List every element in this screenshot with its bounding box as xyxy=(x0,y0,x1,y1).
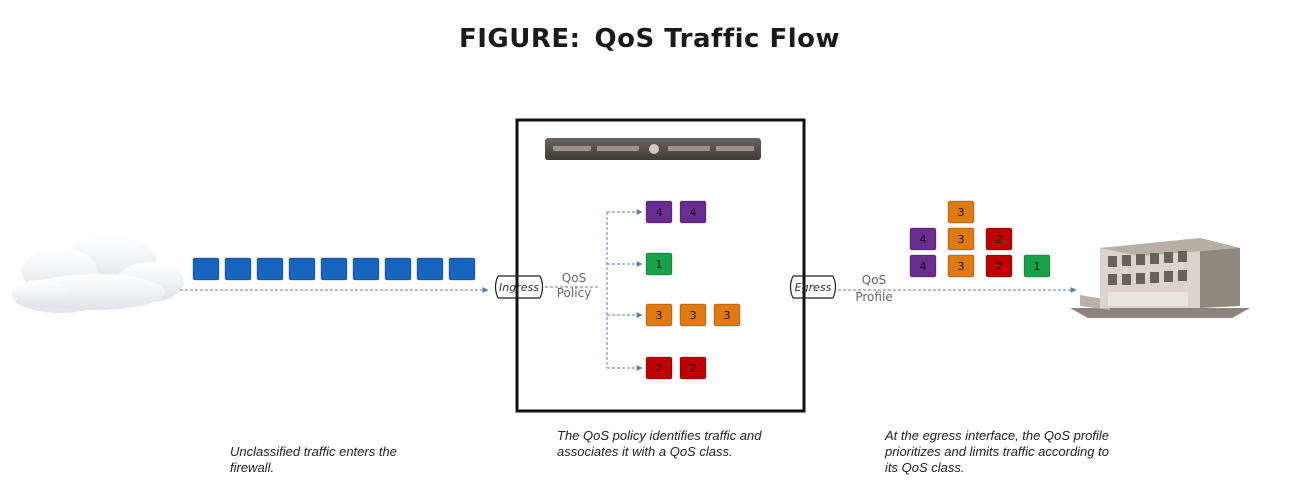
qos-profile-label-line1: QoS xyxy=(862,273,886,287)
packet-class-label: 3 xyxy=(958,206,965,219)
class-3-packet: 3 xyxy=(645,303,673,327)
packet-class-label: 3 xyxy=(724,309,731,322)
egress-class-1-packet: 1 xyxy=(1023,254,1051,278)
unclassified-packet xyxy=(416,257,444,281)
packet-class-label: 2 xyxy=(690,362,697,375)
egress-interface: Egress xyxy=(789,275,837,299)
class-1-packet: 1 xyxy=(645,252,673,276)
figure-label: FIGURE: xyxy=(458,24,581,54)
packet-class-label: 1 xyxy=(656,258,663,271)
packet-class-label: 2 xyxy=(656,362,663,375)
qos-policy-label-line2: Policy xyxy=(557,286,592,300)
packet-class-label: 4 xyxy=(656,206,663,219)
unclassified-packet xyxy=(192,257,220,281)
unclassified-packets xyxy=(192,257,476,281)
packet-class-label: 3 xyxy=(690,309,697,322)
figure-title-text: QoS Traffic Flow xyxy=(594,24,841,54)
egress-class-4-packet: 4 xyxy=(909,254,937,278)
packet-class-label: 1 xyxy=(1034,260,1041,273)
packet-class-label: 3 xyxy=(958,260,965,273)
unclassified-packet xyxy=(384,257,412,281)
firewall-appliance-icon xyxy=(545,138,761,160)
qos-policy-label-line1: QoS xyxy=(562,271,586,285)
packet-class-label: 4 xyxy=(920,233,927,246)
unclassified-packet xyxy=(352,257,380,281)
classified-packets: 4 4 1 3 3 3 2 2 xyxy=(645,200,741,380)
cloud-icon xyxy=(12,236,184,313)
egress-packet-stack: 3 4 3 2 4 3 2 1 xyxy=(909,200,1051,278)
unclassified-packet xyxy=(224,257,252,281)
packet-class-label: 2 xyxy=(996,260,1003,273)
packet-class-label: 2 xyxy=(996,233,1003,246)
packet-class-label: 3 xyxy=(958,233,965,246)
egress-class-3-packet: 3 xyxy=(947,254,975,278)
ingress-label: Ingress xyxy=(499,281,539,294)
caption-qos-profile: At the egress interface, the QoS profile… xyxy=(885,428,1110,475)
class-2-packet: 2 xyxy=(645,356,673,380)
egress-class-3-packet: 3 xyxy=(947,200,975,224)
classification-branches xyxy=(545,209,643,371)
class-4-packet: 4 xyxy=(679,200,707,224)
packet-class-label: 4 xyxy=(920,260,927,273)
egress-class-3-packet: 3 xyxy=(947,227,975,251)
egress-class-4-packet: 4 xyxy=(909,227,937,251)
egress-class-2-packet: 2 xyxy=(985,227,1013,251)
class-4-packet: 4 xyxy=(645,200,673,224)
egress-class-2-packet: 2 xyxy=(985,254,1013,278)
class-3-packet: 3 xyxy=(713,303,741,327)
qos-profile-label-line2: Profile xyxy=(855,290,892,304)
class-2-packet: 2 xyxy=(679,356,707,380)
packet-class-label: 4 xyxy=(690,206,697,219)
figure-title: FIGURE: QoS Traffic Flow xyxy=(0,24,1299,54)
unclassified-packet xyxy=(288,257,316,281)
office-building-icon xyxy=(1070,238,1250,318)
class-3-packet: 3 xyxy=(679,303,707,327)
unclassified-packet xyxy=(256,257,284,281)
caption-unclassified-traffic: Unclassified traffic enters the firewall… xyxy=(230,444,397,475)
packet-class-label: 3 xyxy=(656,309,663,322)
egress-label: Egress xyxy=(795,281,832,294)
unclassified-packet xyxy=(448,257,476,281)
ingress-interface: Ingress xyxy=(494,275,544,299)
unclassified-packet xyxy=(320,257,348,281)
caption-qos-policy: The QoS policy identifies traffic and as… xyxy=(557,428,762,459)
